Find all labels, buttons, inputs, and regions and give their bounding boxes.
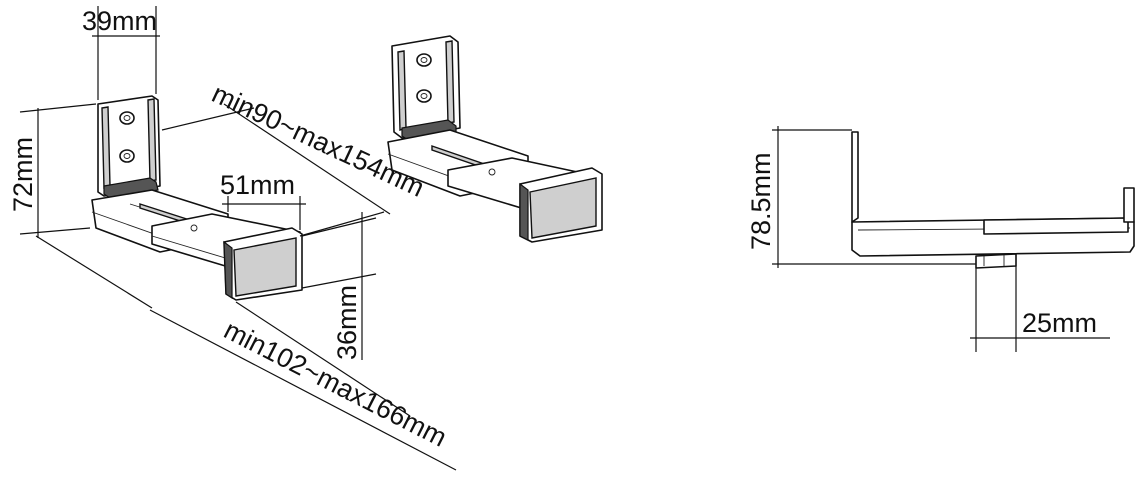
bracket-right-view xyxy=(387,35,603,243)
dim-height-left-label: 72mm xyxy=(8,137,38,212)
dimension-lines xyxy=(19,6,1110,471)
bracket-side-view xyxy=(851,131,1135,269)
dim-pad-width-label: 51mm xyxy=(220,170,295,200)
dim-side-height-label: 78.5mm xyxy=(746,152,776,250)
bracket-left xyxy=(91,95,303,301)
dim-width-top-label: 39mm xyxy=(82,6,157,36)
dim-pad-height-label: 36mm xyxy=(332,285,362,360)
dim-side-depth-label: 25mm xyxy=(1022,308,1097,338)
